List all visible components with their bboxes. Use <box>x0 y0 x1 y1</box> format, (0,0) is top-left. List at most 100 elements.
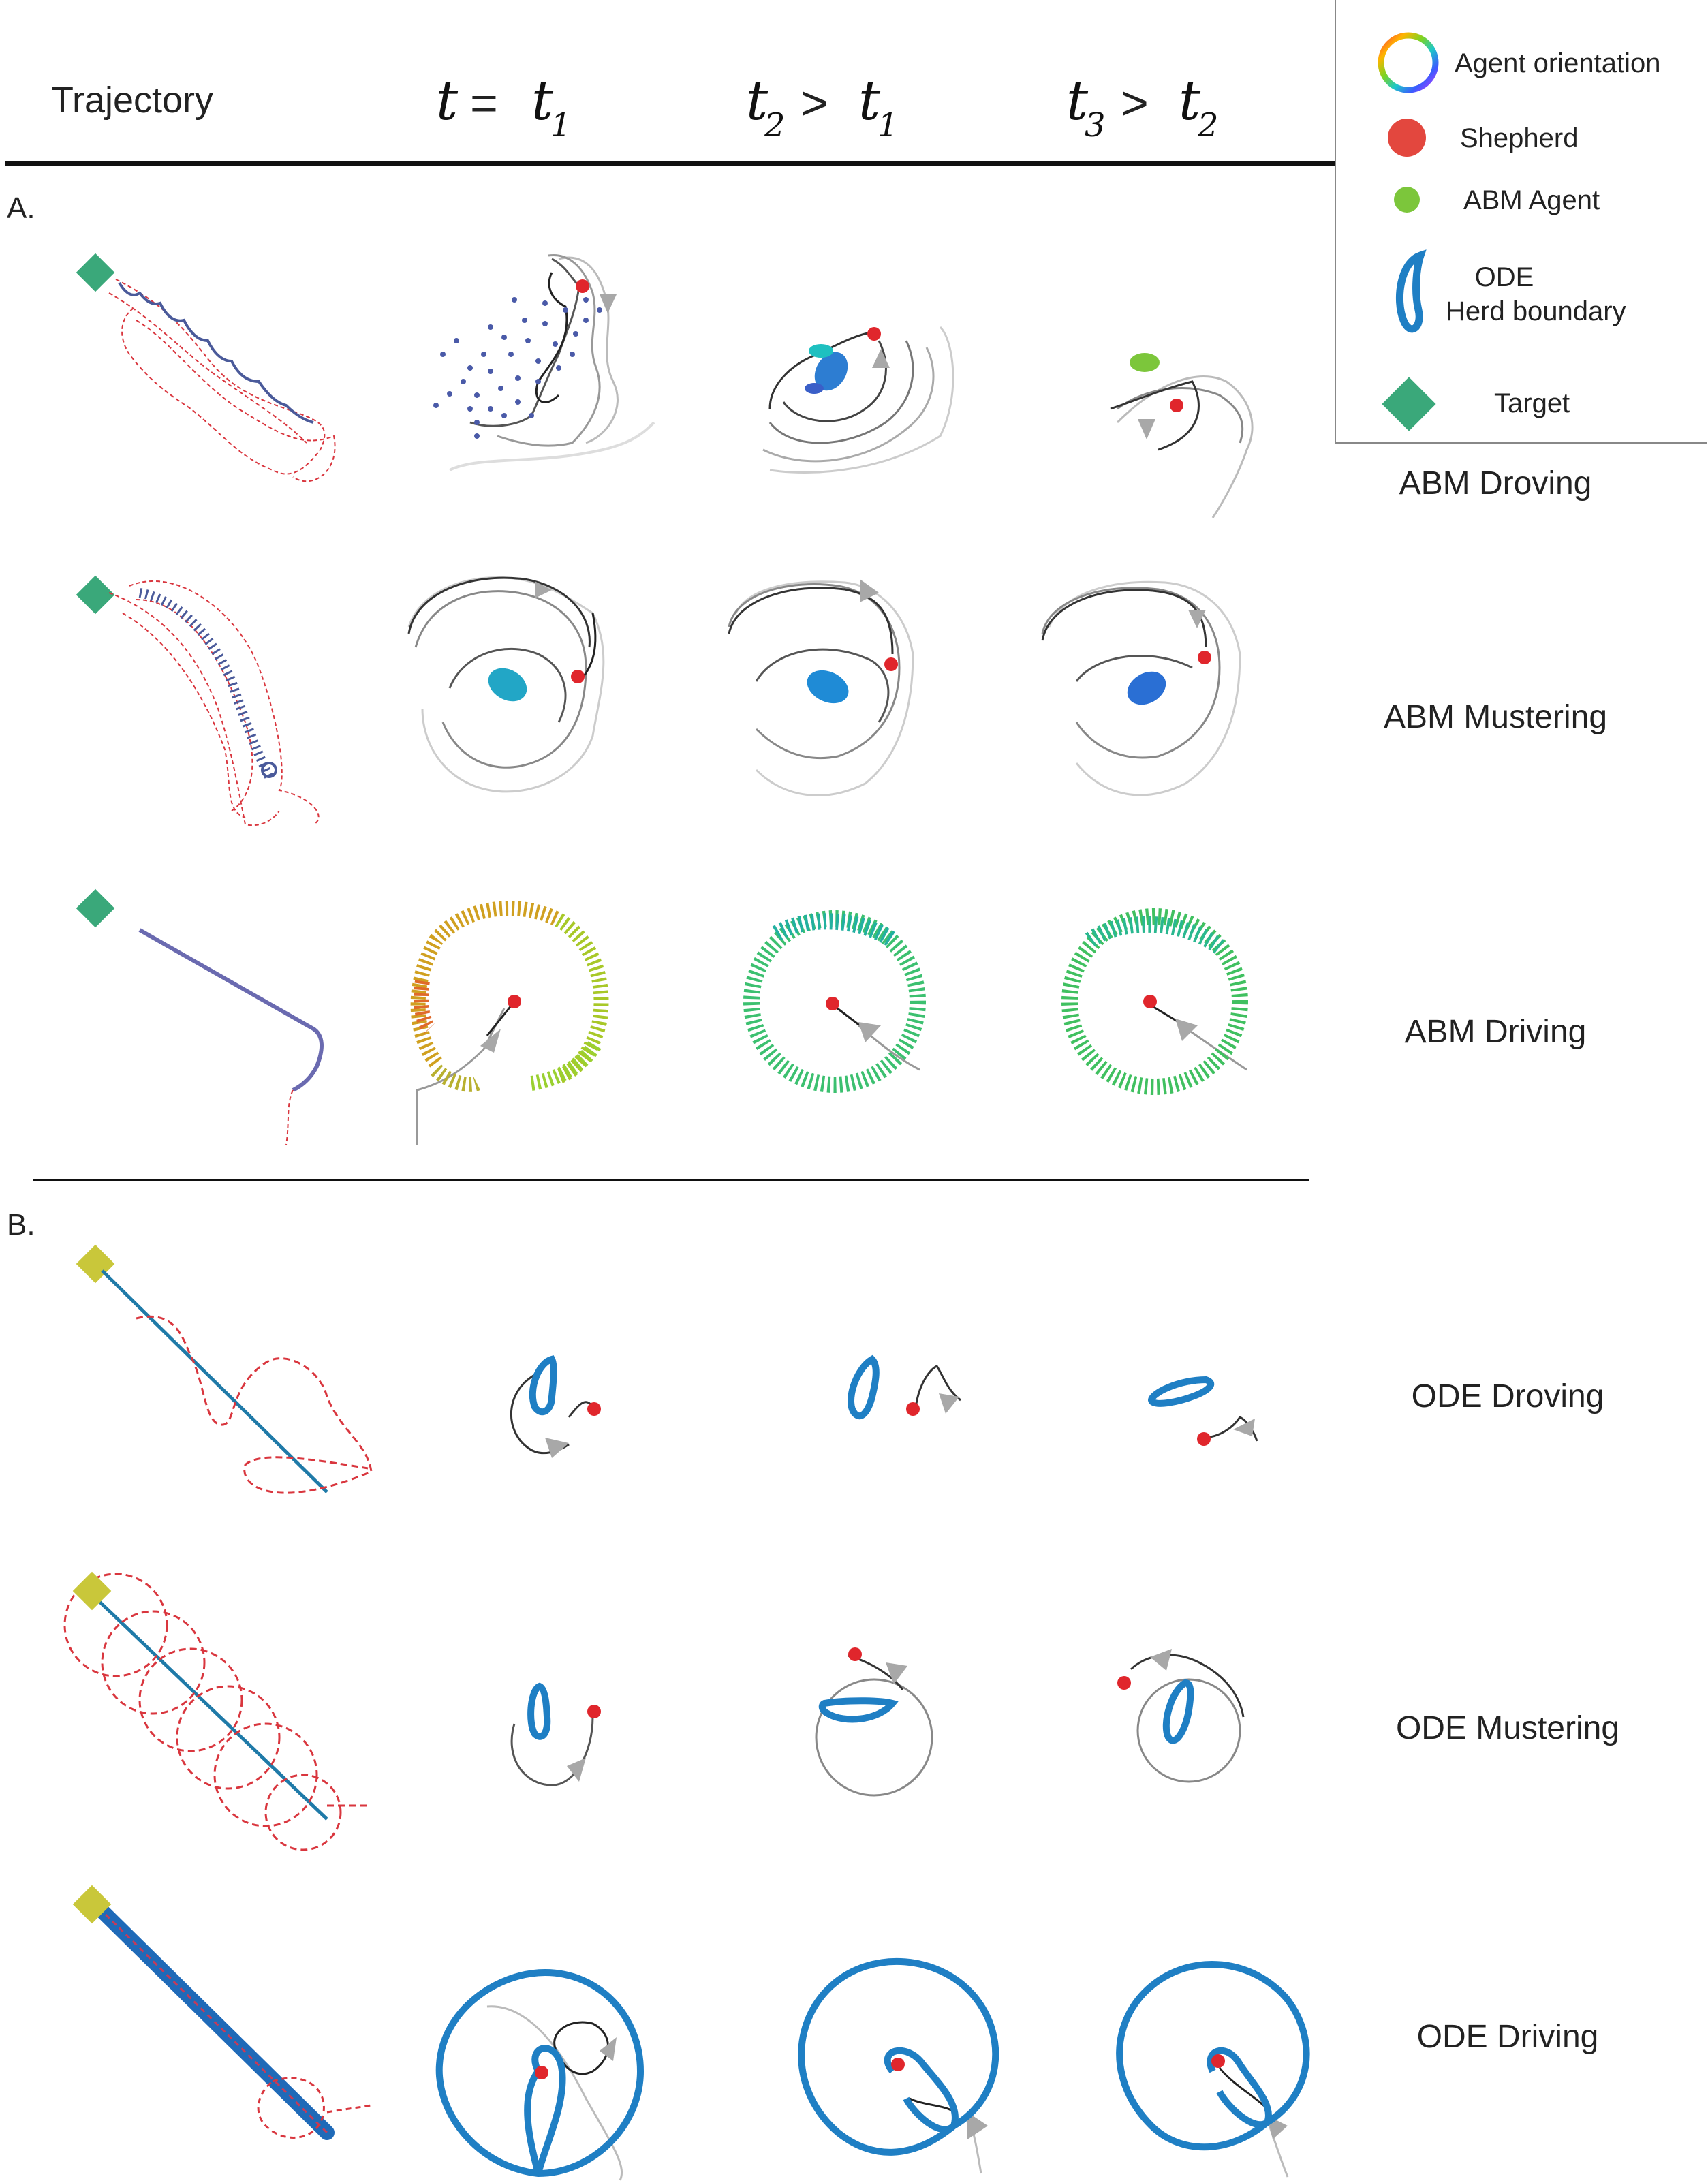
shepherd-path <box>63 1573 371 1851</box>
herd-boundary <box>1162 1679 1194 1744</box>
ode-boundary-legend-icon <box>1396 249 1427 333</box>
ode-driving-t1 <box>435 1968 645 2181</box>
abm-driving-t1 <box>410 901 609 1145</box>
row-label-ode-droving: ODE Droving <box>1412 1378 1604 1414</box>
legend-target: Target <box>1494 388 1570 418</box>
herd-path <box>94 1596 328 1821</box>
ode-droving-t2 <box>848 1354 961 1420</box>
shepherd-path <box>115 279 326 475</box>
col3-rel: > <box>1121 76 1149 129</box>
heading-arrow <box>967 2112 988 2139</box>
header-col2: t 2 > t 1 <box>746 69 899 144</box>
herd-path <box>118 281 314 424</box>
col3-var-sub: 3 <box>1085 106 1106 144</box>
ode-mustering-t2 <box>815 1647 933 1797</box>
abm-mustering-t2 <box>728 579 914 796</box>
herd-path <box>91 1900 335 2140</box>
shepherd-path <box>136 1315 373 1494</box>
target-icon <box>72 1885 112 1924</box>
ode-driving-t3 <box>1116 1960 1310 2178</box>
shepherd-path <box>257 2077 372 2139</box>
trajectory-header: Trajectory <box>51 80 213 121</box>
shepherd <box>508 995 521 1008</box>
header-col3: t 3 > t 2 <box>1066 69 1219 144</box>
herd-boundary <box>1116 1960 1310 2151</box>
row-label-abm-droving: ABM Droving <box>1399 465 1592 501</box>
shepherd <box>535 2066 548 2079</box>
heading-arrow <box>1175 1019 1198 1041</box>
abm-droving-t3 <box>1110 353 1254 518</box>
shepherd <box>587 1705 601 1718</box>
heading-arrow <box>600 2037 617 2061</box>
ode-mustering-t3 <box>1117 1649 1245 1783</box>
shepherd <box>1198 651 1211 664</box>
svg-text:t: t <box>436 69 459 132</box>
shepherd <box>1117 1676 1131 1690</box>
heading-arrow <box>1188 610 1206 628</box>
col2-rel: > <box>801 76 828 129</box>
shepherd <box>906 1402 920 1416</box>
ode-droving-trajectory <box>76 1244 373 1494</box>
agent-cluster <box>1127 671 1166 705</box>
abm-droving-t2 <box>762 326 954 474</box>
col2-rhs: t <box>858 69 881 132</box>
ode-mustering-t1 <box>510 1682 601 1786</box>
heading-arrow <box>1233 1419 1255 1436</box>
col3-rhs-sub: 2 <box>1197 106 1219 144</box>
target-icon <box>72 1571 112 1611</box>
shepherd <box>1197 1432 1211 1446</box>
herd-boundary <box>818 1697 899 1723</box>
col2-var-sub: 2 <box>764 106 786 144</box>
legend-ode-line1: ODE <box>1475 262 1534 292</box>
shepherd <box>884 657 898 671</box>
shepherd <box>1211 2054 1225 2068</box>
herd-path <box>101 1269 328 1493</box>
herd-boundary <box>529 1355 557 1416</box>
legend-shepherd: Shepherd <box>1460 123 1578 153</box>
shepherd <box>848 1647 862 1661</box>
ode-mustering-trajectory <box>63 1571 371 1851</box>
row-label-ode-driving: ODE Driving <box>1417 2019 1599 2055</box>
herd-boundary <box>1147 1376 1215 1407</box>
heading-arrow <box>600 294 617 313</box>
row-label-abm-driving: ABM Driving <box>1405 1014 1587 1050</box>
abm-driving-t3 <box>1061 908 1248 1095</box>
abm-mustering-trajectory <box>76 575 320 826</box>
shepherd-path <box>285 1089 294 1145</box>
heading-arrow <box>858 1022 881 1042</box>
target-icon <box>76 253 115 292</box>
shepherd <box>867 327 881 341</box>
shepherd <box>826 997 839 1010</box>
shepherd <box>1143 995 1157 1008</box>
legend-ode-line2: Herd boundary <box>1446 296 1626 326</box>
agent-cluster <box>805 344 848 394</box>
herd-path <box>138 928 324 1092</box>
shepherd <box>576 279 589 293</box>
herd-path <box>138 588 274 779</box>
col1-var: t <box>436 69 459 132</box>
herd-boundary <box>798 1957 999 2156</box>
col1-rel: = <box>470 76 498 129</box>
abm-agent-legend-icon <box>1394 187 1420 213</box>
ode-droving-t1 <box>510 1355 601 1458</box>
heading-arrow <box>872 349 890 368</box>
col3-rhs: t <box>1179 69 1201 132</box>
abm-mustering-t1 <box>407 576 605 793</box>
agent-cluster <box>488 668 527 702</box>
target-icon <box>76 575 115 615</box>
legend-abm-agent: ABM Agent <box>1463 185 1600 215</box>
agent-cloud <box>433 297 602 439</box>
shepherd <box>571 670 585 683</box>
col1-rhs: t <box>531 69 554 132</box>
abm-droving-trajectory <box>76 253 336 482</box>
shepherd <box>891 2058 905 2071</box>
herd-boundary <box>848 1354 880 1420</box>
heading-arrow <box>567 1758 586 1782</box>
heading-arrow <box>1150 1649 1172 1671</box>
shepherd <box>587 1402 601 1416</box>
section-a-label: A. <box>7 191 35 225</box>
col3-var: t <box>1066 69 1089 132</box>
heading-arrow <box>545 1438 569 1458</box>
heading-arrow <box>860 579 879 602</box>
abm-driving-trajectory <box>76 888 324 1145</box>
